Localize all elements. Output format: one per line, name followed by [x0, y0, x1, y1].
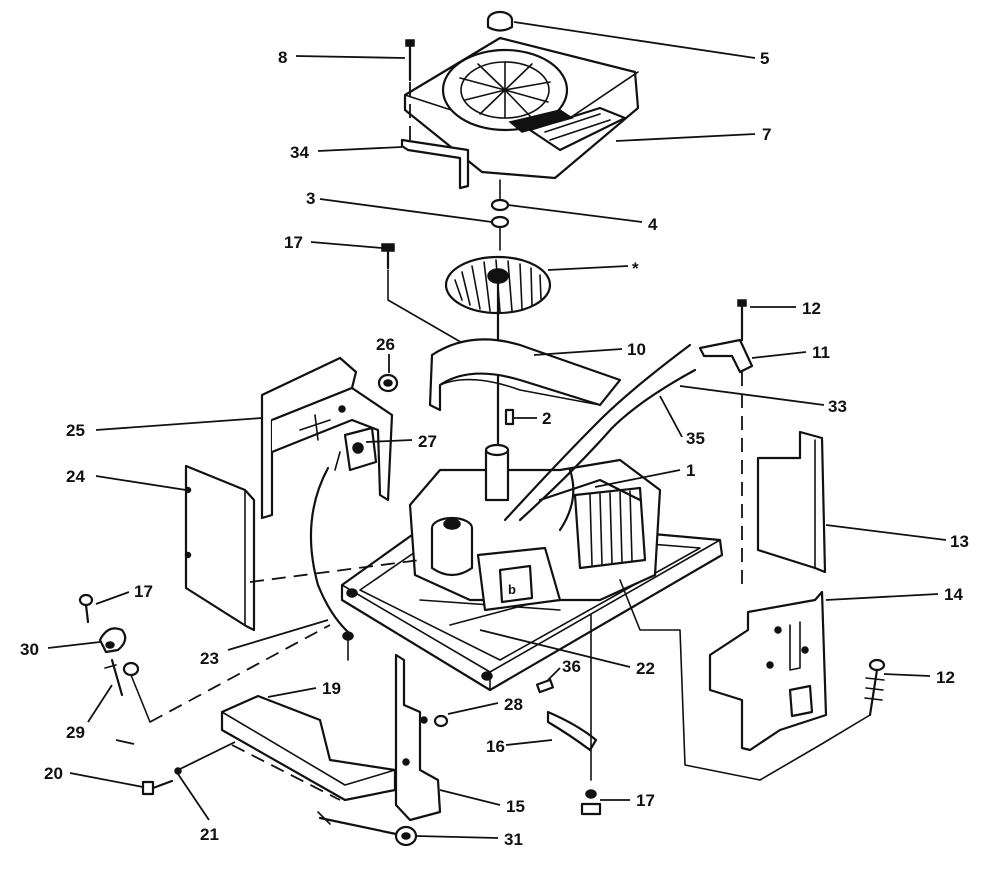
screw-part-17-left	[78, 593, 94, 624]
clip-part-2	[504, 408, 515, 426]
bracket-part-11	[698, 338, 754, 374]
bracket-part-15	[394, 653, 442, 822]
grommet-part-31	[317, 811, 418, 847]
svg-text:b: b	[508, 582, 516, 597]
callout-27: 27	[418, 432, 437, 451]
bracket-part-34	[400, 138, 470, 190]
cable-part-23	[309, 466, 350, 634]
callout-29: 29	[66, 723, 85, 742]
leader-lines	[47, 21, 947, 839]
clip-part-36	[535, 678, 555, 694]
knob-part-30	[98, 627, 127, 654]
callout-33: 33	[828, 397, 847, 416]
motor-assembly-part-1: b	[408, 343, 697, 612]
fan-blade	[444, 255, 552, 502]
screw-part-20	[141, 779, 174, 796]
screw-part-12-top	[737, 299, 747, 342]
callout-16: 16	[486, 737, 505, 756]
panel-part-19	[220, 694, 397, 802]
callout-19: 19	[322, 679, 341, 698]
callout-23: 23	[200, 649, 219, 668]
callout-12-right: 12	[936, 668, 955, 687]
callout-3: 3	[306, 189, 315, 208]
clamp-part-16	[546, 710, 598, 752]
callout-2: 2	[542, 409, 551, 428]
callout-35: 35	[686, 429, 705, 448]
washer-part-3	[490, 215, 510, 229]
callout-17-top: 17	[284, 233, 303, 252]
callout-15: 15	[506, 797, 525, 816]
callout-17-bottom: 17	[636, 791, 655, 810]
callout-10: 10	[627, 340, 646, 359]
callout-14: 14	[944, 585, 963, 604]
callout-4: 4	[648, 215, 658, 234]
callout-star: *	[632, 259, 639, 278]
callout-34: 34	[290, 143, 309, 162]
callout-1: 1	[686, 461, 695, 480]
callout-13: 13	[950, 532, 969, 551]
nut-part-28	[433, 714, 449, 728]
callout-36: 36	[562, 657, 581, 676]
side-panel-part-13	[756, 430, 827, 574]
callout-21: 21	[200, 825, 219, 844]
screw-part-8	[405, 39, 415, 82]
callout-7: 7	[762, 125, 771, 144]
side-panel-part-14	[708, 590, 828, 752]
callout-25: 25	[66, 421, 85, 440]
top-cover-part-7	[403, 36, 640, 180]
callout-31: 31	[504, 830, 523, 849]
callout-5: 5	[760, 49, 769, 68]
callout-17-left: 17	[134, 582, 153, 601]
screw-part-12-right	[864, 658, 886, 717]
callout-labels: 8 5 34 7 3 4 17 * 12 10 11 26 33 2 25 27…	[20, 48, 969, 849]
callout-28: 28	[504, 695, 523, 714]
callout-12-top: 12	[802, 299, 821, 318]
callout-30: 30	[20, 640, 39, 659]
washer-part-4	[490, 198, 510, 212]
callout-8: 8	[278, 48, 287, 67]
callout-20: 20	[44, 764, 63, 783]
callout-11: 11	[812, 343, 830, 362]
callout-24: 24	[66, 467, 85, 486]
callout-26: 26	[376, 335, 395, 354]
knob-part-5	[486, 10, 514, 32]
side-panel-part-25	[260, 356, 394, 520]
callout-22: 22	[636, 659, 655, 678]
shroud-part-10	[428, 338, 622, 412]
side-panel-part-24	[184, 464, 256, 632]
screw-part-17-bottom	[580, 614, 602, 816]
